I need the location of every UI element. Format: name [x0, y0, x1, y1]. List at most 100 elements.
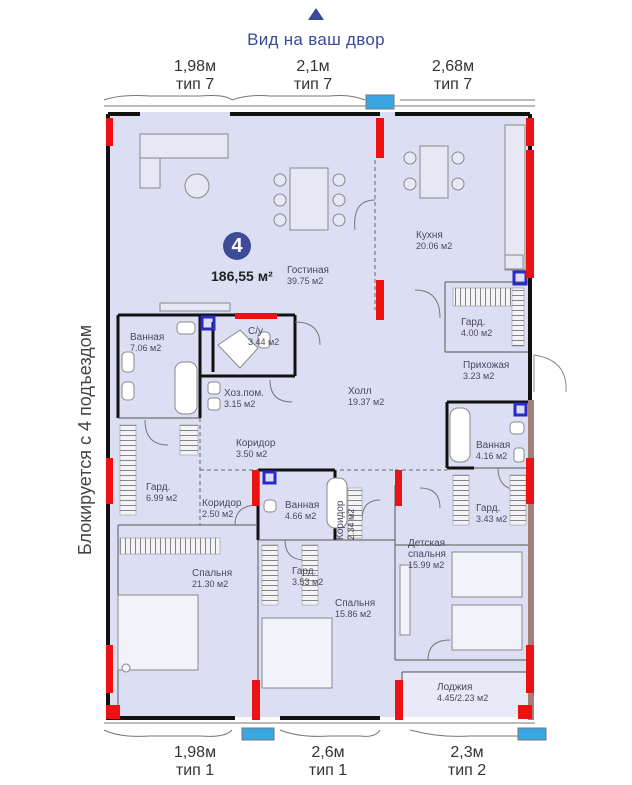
room-area: 20.06 м2: [416, 241, 453, 251]
room-area: 3.15 м2: [224, 399, 256, 409]
apartment-total-area: 186,55 м²: [211, 268, 273, 284]
top-window-label-3: 2,68м тип 7: [418, 58, 488, 94]
top-window-label-2: 2,1м тип 7: [278, 58, 348, 94]
room-bath-3: Ванная 4.66 м2: [285, 500, 319, 521]
beds: [117, 551, 523, 689]
room-corridor-1: Коридор 3.50 м2: [236, 438, 276, 459]
room-living: Гостиная 39.75 м2: [287, 265, 329, 286]
bottom-window-2-type: тип 1: [308, 762, 348, 779]
room-area: 15.86 м2: [335, 609, 372, 619]
room-wardrobe-4: Гард. 3.53 м2: [292, 566, 323, 587]
room-wc: С/у 3.44 м2: [248, 326, 279, 347]
room-area: 3.44 м2: [248, 337, 280, 347]
sofa: [139, 133, 229, 159]
room-name: Холл: [348, 386, 372, 397]
side-label: Блокируется с 4 подъездом: [75, 324, 95, 556]
room-name: Ванная: [476, 440, 511, 451]
columns: [106, 118, 534, 720]
top-window-3-type: тип 7: [433, 76, 473, 93]
room-corridor-3: Коридор 2.34 м2: [335, 501, 356, 541]
room-name: Гостиная: [287, 265, 329, 276]
room-area: 7.06 м2: [130, 343, 162, 353]
room-name: Гард.: [292, 566, 317, 577]
view-label: Вид на ваш двор: [247, 30, 385, 49]
room-wardrobe-2: Гард. 3.43 м2: [476, 503, 507, 524]
room-area: 3.43 м2: [476, 514, 508, 524]
room-name: Ванная: [285, 500, 320, 511]
room-bath-2: Ванная 4.16 м2: [476, 440, 510, 461]
bottom-window-label-1: 1,98м тип 1: [160, 744, 230, 780]
room-entrance: Прихожая 3.23 м2: [463, 360, 509, 381]
bottom-window-label-2: 2,6м тип 1: [293, 744, 363, 780]
room-bedroom-1: Спальня 21.30 м2: [192, 568, 232, 589]
room-name: Спальня: [192, 568, 233, 579]
room-area: 4.00 м2: [461, 328, 493, 338]
room-name: Спальня: [335, 598, 376, 609]
room-area: 3.50 м2: [236, 449, 268, 459]
room-name: Хоз.пом.: [224, 388, 264, 399]
room-area: 2.34 м2: [346, 508, 356, 540]
room-name: Детская спальня: [408, 538, 446, 560]
living-furniture: [139, 124, 526, 312]
loggia-floor: [402, 672, 528, 717]
room-area: 2.50 м2: [202, 509, 234, 519]
wardrobes: [119, 287, 527, 606]
top-window-1-type: тип 7: [175, 76, 215, 93]
room-area: 6.99 м2: [146, 493, 178, 503]
room-area: 4.16 м2: [476, 451, 508, 461]
tv-stand: [159, 302, 231, 312]
room-area: 4.45/2.23 м2: [437, 693, 489, 703]
room-hall: Холл 19.37 м2: [348, 386, 384, 407]
room-area: 19.37 м2: [348, 397, 385, 407]
room-name: Коридор: [335, 500, 346, 541]
room-name: С/у: [248, 326, 263, 337]
shaft-markers: [200, 270, 528, 485]
bottom-window-1-type: тип 1: [175, 762, 215, 779]
top-window-3-width: 2,68м: [431, 58, 475, 75]
room-kitchen: Кухня 20.06 м2: [416, 230, 452, 251]
top-windows: [103, 95, 535, 107]
room-name: Лоджия: [437, 682, 473, 693]
bottom-window-1-width: 1,98м: [173, 744, 217, 761]
bottom-window-3-width: 2,3м: [450, 744, 484, 761]
bottom-window-glass-2: [517, 727, 547, 741]
bottom-window-glass-1: [241, 727, 275, 741]
room-utility: Хоз.пом. 3.15 м2: [224, 388, 264, 409]
room-kids: Детская спальня 15.99 м2: [408, 538, 458, 570]
entrance-door-arc: [533, 354, 567, 393]
top-window-2-type: тип 7: [293, 76, 333, 93]
kitchen-table: [419, 145, 449, 199]
top-window-2-width: 2,1м: [296, 58, 330, 75]
bottom-windows: [103, 722, 536, 737]
top-window-1-width: 1,98м: [173, 58, 217, 75]
room-corridor-2: Коридор 2.50 м2: [202, 498, 242, 519]
bottom-window-2-width: 2,6м: [311, 744, 345, 761]
room-wardrobe-1: Гард. 4.00 м2: [461, 317, 492, 338]
bath-fixtures: [121, 321, 525, 529]
room-name: Кухня: [416, 230, 443, 241]
room-bedroom-2: Спальня 15.86 м2: [335, 598, 375, 619]
view-direction-arrow-icon: [308, 8, 324, 20]
door-arcs: [144, 199, 521, 661]
room-name: Гард.: [461, 317, 486, 328]
right-external-wall: [528, 400, 534, 720]
top-window-label-1: 1,98м тип 7: [160, 58, 230, 94]
room-wardrobe-3: Гард. 6.99 м2: [146, 482, 177, 503]
bottom-window-3-type: тип 2: [447, 762, 487, 779]
bottom-window-label-3: 2,3м тип 2: [432, 744, 502, 780]
top-window-glass: [365, 94, 395, 110]
apartment-number-badge: 4: [223, 232, 251, 260]
room-area: 4.66 м2: [285, 511, 317, 521]
kitchen-counter: [504, 124, 526, 271]
room-name: Гард.: [146, 482, 171, 493]
room-name: Гард.: [476, 503, 501, 514]
room-loggia: Лоджия 4.45/2.23 м2: [437, 682, 488, 703]
coffee-table: [184, 173, 210, 199]
room-name: Коридор: [202, 498, 242, 509]
dining-table: [289, 167, 329, 231]
room-area: 39.75 м2: [287, 276, 324, 286]
room-area: 15.99 м2: [408, 560, 445, 570]
room-area: 3.53 м2: [292, 577, 324, 587]
dashed-lines: [199, 160, 447, 525]
